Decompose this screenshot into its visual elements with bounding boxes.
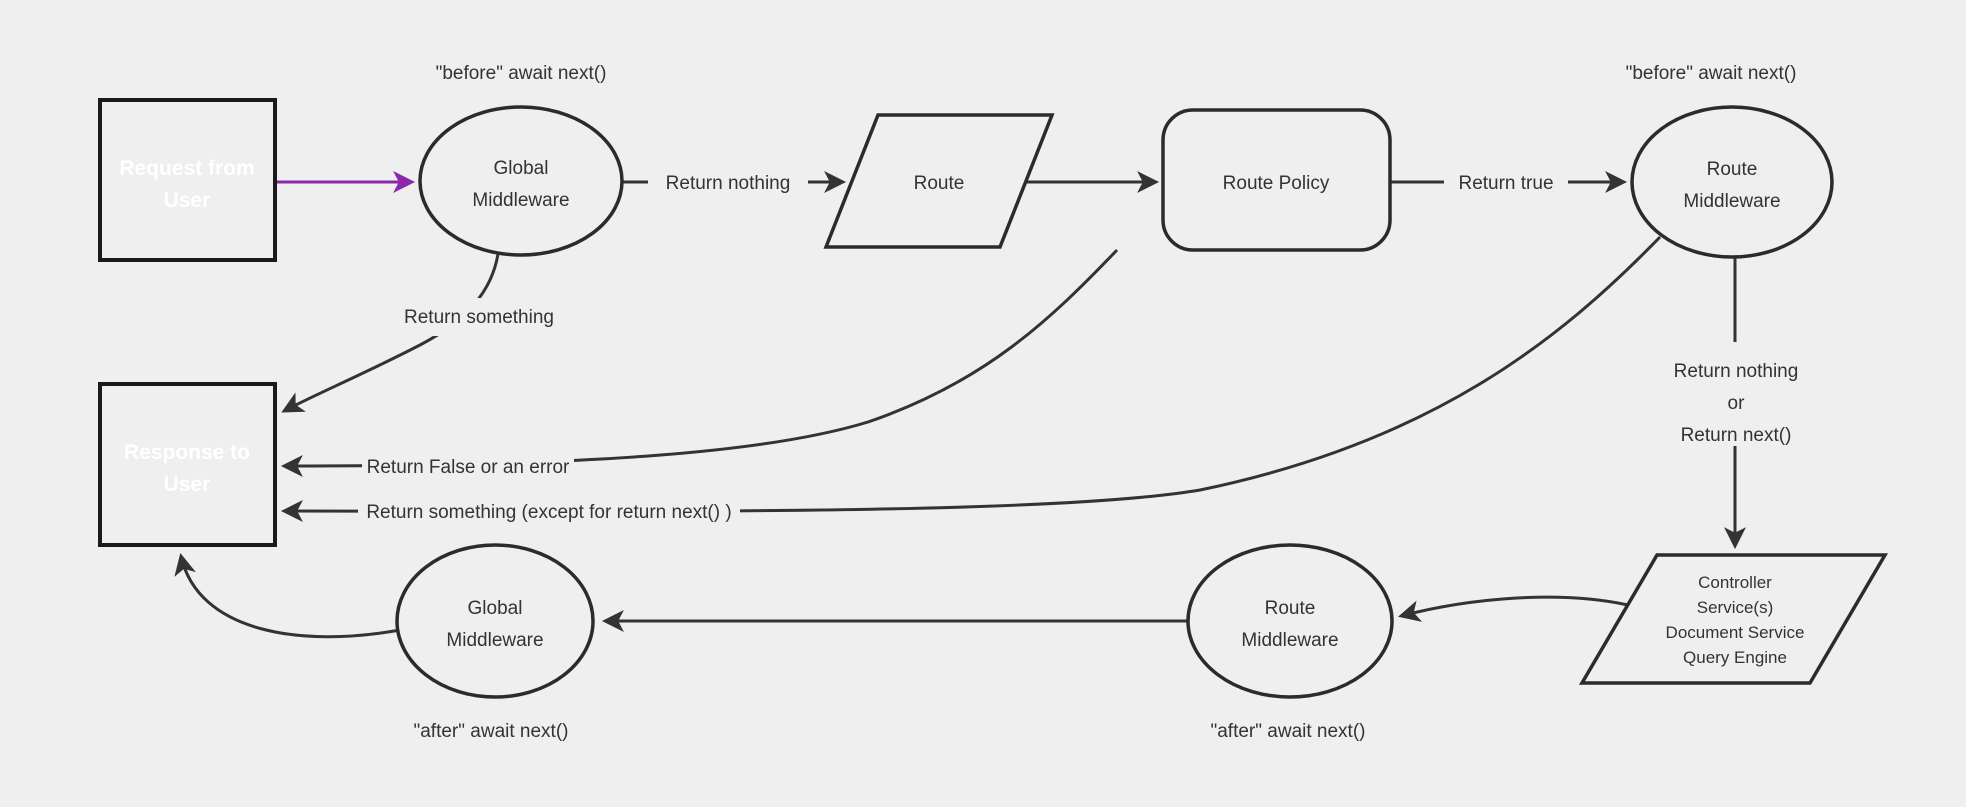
edge-label-return-nothing-or-next: Return nothing or Return next() bbox=[1648, 342, 1824, 446]
controller-line4: Query Engine bbox=[1683, 648, 1787, 667]
edge-label-text: Return False or an error bbox=[367, 457, 570, 478]
node-response-to-user: Response to User bbox=[98, 382, 277, 547]
route-middleware-top-line2: Middleware bbox=[1683, 191, 1780, 212]
request-label-line1: Request from bbox=[119, 157, 254, 180]
node-request-from-user: Request from User bbox=[98, 98, 277, 262]
request-box bbox=[98, 98, 277, 262]
route-middleware-bottom-line2: Middleware bbox=[1241, 630, 1338, 651]
route-middleware-top-line1: Route bbox=[1707, 159, 1758, 180]
edge-label-return-false-or-error: Return False or an error bbox=[362, 447, 574, 485]
edge-label-text-line1: Return nothing bbox=[1674, 361, 1799, 382]
edge-label-text-line3: Return next() bbox=[1681, 425, 1792, 446]
label-bg bbox=[1648, 342, 1824, 446]
node-route-middleware-top: Route Middleware bbox=[1630, 105, 1834, 259]
response-label-line2: User bbox=[164, 473, 211, 496]
edge-global-middleware-bottom-to-response bbox=[174, 552, 401, 639]
label-bg bbox=[362, 447, 574, 485]
route-policy-rect bbox=[1161, 108, 1392, 252]
edge-global-middleware-return-something bbox=[281, 253, 500, 413]
edge-label-return-something-except: Return something (except for return next… bbox=[358, 492, 740, 530]
edge-controller-to-route-middleware-bottom bbox=[1398, 595, 1629, 622]
global-middleware-bottom-line2: Middleware bbox=[446, 630, 543, 651]
controller-line2: Service(s) bbox=[1697, 598, 1774, 617]
edge-label-text: Return nothing bbox=[666, 173, 791, 194]
node-global-middleware-top: Global Middleware bbox=[418, 105, 624, 257]
node-route: Route bbox=[823, 113, 1055, 249]
label-bg bbox=[1444, 162, 1568, 200]
label-bg bbox=[648, 162, 808, 200]
global-middleware-top-line2: Middleware bbox=[472, 190, 569, 211]
edge-label-return-true: Return true bbox=[1444, 162, 1568, 200]
annotation-after-await-right: "after" await next() bbox=[1211, 721, 1366, 742]
edge-label-return-something: Return something bbox=[392, 298, 566, 336]
response-label-line1: Response to bbox=[124, 441, 250, 464]
node-global-middleware-bottom: Global Middleware bbox=[395, 543, 595, 699]
node-controller-services: Controller Service(s) Document Service Q… bbox=[1578, 553, 1889, 685]
route-parallelogram bbox=[823, 113, 1055, 249]
response-box bbox=[98, 382, 277, 547]
route-label: Route bbox=[914, 173, 965, 194]
route-middleware-bottom-ellipse bbox=[1186, 543, 1394, 699]
edge-label-text-line2: or bbox=[1728, 393, 1746, 414]
global-middleware-top-ellipse bbox=[418, 105, 624, 257]
edge-label-return-nothing: Return nothing bbox=[648, 162, 808, 200]
annotation-before-await-right: "before" await next() bbox=[1626, 63, 1797, 84]
route-middleware-bottom-line1: Route bbox=[1265, 598, 1316, 619]
controller-parallelogram bbox=[1578, 553, 1889, 685]
edge-label-text: Return true bbox=[1458, 173, 1553, 194]
annotation-after-await-left: "after" await next() bbox=[414, 721, 569, 742]
controller-line1: Controller bbox=[1698, 573, 1772, 592]
label-bg bbox=[392, 298, 566, 336]
label-bg bbox=[358, 492, 740, 530]
global-middleware-bottom-ellipse bbox=[395, 543, 595, 699]
global-middleware-top-line1: Global bbox=[494, 158, 549, 179]
edge-label-text: Return something bbox=[404, 307, 554, 328]
route-middleware-top-ellipse bbox=[1630, 105, 1834, 259]
controller-line3: Document Service bbox=[1666, 623, 1805, 642]
edge-label-text: Return something (except for return next… bbox=[366, 502, 731, 523]
node-route-policy: Route Policy bbox=[1161, 108, 1392, 252]
route-policy-label: Route Policy bbox=[1223, 173, 1330, 194]
node-route-middleware-bottom: Route Middleware bbox=[1186, 543, 1394, 699]
global-middleware-bottom-line1: Global bbox=[468, 598, 523, 619]
request-label-line2: User bbox=[164, 189, 211, 212]
annotation-before-await-left: "before" await next() bbox=[436, 63, 607, 84]
